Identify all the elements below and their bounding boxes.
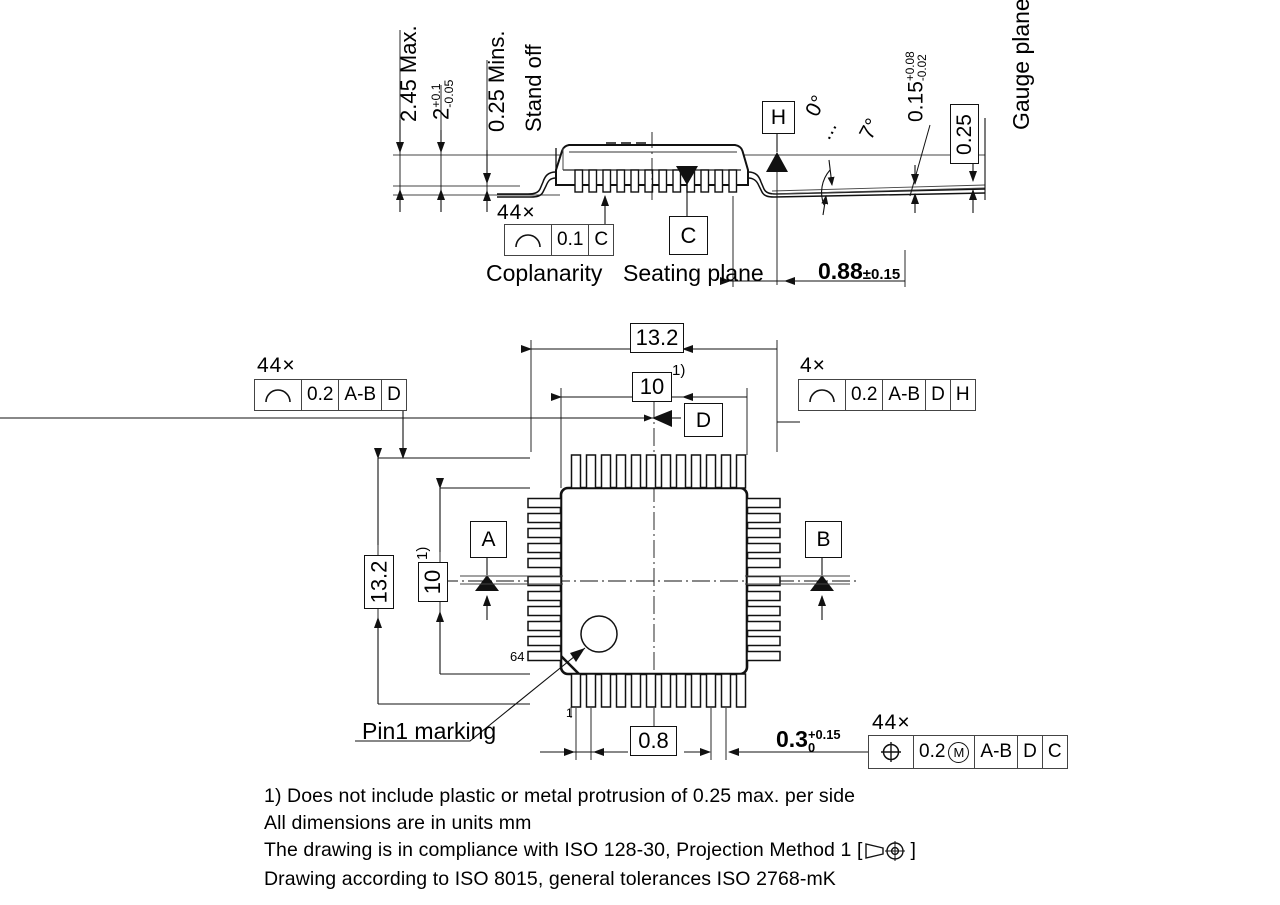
- fcf-right-tolerance: 0.2: [846, 380, 884, 410]
- label-coplanarity: Coplanarity: [486, 260, 603, 286]
- coplanarity-count: 44×: [497, 201, 536, 224]
- note-line-3: The drawing is in compliance with ISO 12…: [264, 839, 916, 862]
- dim-foot-length: 0.88±0.15: [818, 260, 900, 283]
- dim-foot-length-tolerance: ±0.15: [862, 266, 901, 283]
- fcf-coplanarity-datum: C: [594, 229, 609, 250]
- datum-h-side: H: [762, 101, 795, 134]
- fcf-bottom-tolerance-group: 0.2 M: [914, 736, 976, 768]
- mmc-modifier-icon: M: [948, 741, 970, 763]
- dim-body-height-note-ref: 1): [414, 546, 431, 560]
- fcf-bottom-datum-tertiary: C: [1047, 741, 1062, 762]
- note-line-3-close: ]: [910, 839, 917, 861]
- dim-body-height-plan: 10: [418, 562, 448, 602]
- note-line-4: Drawing according to ISO 8015, general t…: [264, 868, 836, 890]
- fcf-lead-profile-right: 0.2 A-B D H: [798, 379, 976, 411]
- dim-lead-thickness-tolerance: +0.08-0.02: [904, 51, 929, 82]
- dim-pitch: 0.8: [630, 726, 677, 756]
- datum-b-plan: B: [805, 521, 842, 558]
- profile-of-surface-icon: [799, 380, 846, 410]
- dim-lead-thickness: 0.15+0.08-0.02: [904, 51, 929, 122]
- fcf-lead-profile-left: 0.2 A-B D: [254, 379, 407, 411]
- label-stand-off: Stand off: [521, 44, 546, 132]
- fcf-right-datum-primary: A-B: [883, 380, 927, 410]
- note-line-1: 1) Does not include plastic or metal pro…: [264, 785, 856, 807]
- fcf-bottom-count: 44×: [872, 711, 911, 734]
- dim-lead-width-value: 0.3: [776, 726, 808, 753]
- datum-c-seating: C: [669, 216, 708, 255]
- profile-of-surface-icon: [255, 380, 302, 410]
- dim-total-height: 2.45 Max.: [396, 25, 421, 122]
- pin-number-first: 1: [566, 706, 573, 720]
- fcf-left-tolerance: 0.2: [302, 380, 340, 410]
- note-line-3-text: The drawing is in compliance with ISO 12…: [264, 839, 863, 861]
- label-pin1-marking: Pin1 marking: [362, 718, 497, 744]
- fcf-bottom-datum-secondary: D: [1018, 736, 1043, 768]
- dim-body-height-value: 2: [428, 107, 454, 120]
- position-symbol-icon: [869, 736, 914, 768]
- dim-overall-width: 13.2: [630, 323, 684, 353]
- dim-body-width: 10: [632, 372, 672, 402]
- fcf-left-datum-primary: A-B: [339, 380, 383, 410]
- dim-overall-height: 13.2: [364, 555, 394, 609]
- dim-lead-thickness-value: 0.15: [904, 81, 928, 122]
- fcf-bottom-datum-primary: A-B: [975, 736, 1019, 768]
- fcf-right-count: 4×: [800, 354, 826, 377]
- fcf-lead-position: 0.2 M A-B D C: [868, 735, 1068, 769]
- label-gauge-plane: Gauge plane: [1008, 0, 1034, 130]
- dim-foot-length-value: 0.88: [818, 258, 863, 284]
- dim-gauge-offset-value: 0.25: [953, 113, 976, 155]
- datum-a-plan: A: [470, 521, 507, 558]
- fcf-right-datum-secondary: D: [926, 380, 951, 410]
- fcf-coplanarity: 0.1 C: [504, 224, 615, 256]
- pin-number-last: 64: [510, 649, 525, 664]
- fcf-right-datum-tertiary: H: [955, 384, 970, 405]
- datum-d-plan: D: [684, 403, 723, 437]
- dim-body-height-tolerance: +0.1-0.05: [429, 79, 456, 108]
- label-seating-plane: Seating plane: [623, 260, 764, 286]
- dim-body-height: 2+0.1-0.05: [428, 79, 456, 120]
- note-line-2: All dimensions are in units mm: [264, 812, 532, 834]
- dim-body-width-note-ref: 1): [672, 362, 686, 379]
- fcf-left-count: 44×: [257, 354, 296, 377]
- fcf-left-datum-secondary: D: [387, 384, 401, 405]
- dim-stand-off-value: 0.25 Mins.: [484, 30, 509, 133]
- fcf-coplanarity-tolerance: 0.1: [552, 225, 590, 255]
- profile-of-surface-icon: [505, 225, 552, 255]
- fcf-bottom-tolerance: 0.2: [919, 741, 946, 762]
- dim-gauge-offset: 0.25: [950, 104, 979, 164]
- first-angle-projection-icon: [864, 840, 910, 862]
